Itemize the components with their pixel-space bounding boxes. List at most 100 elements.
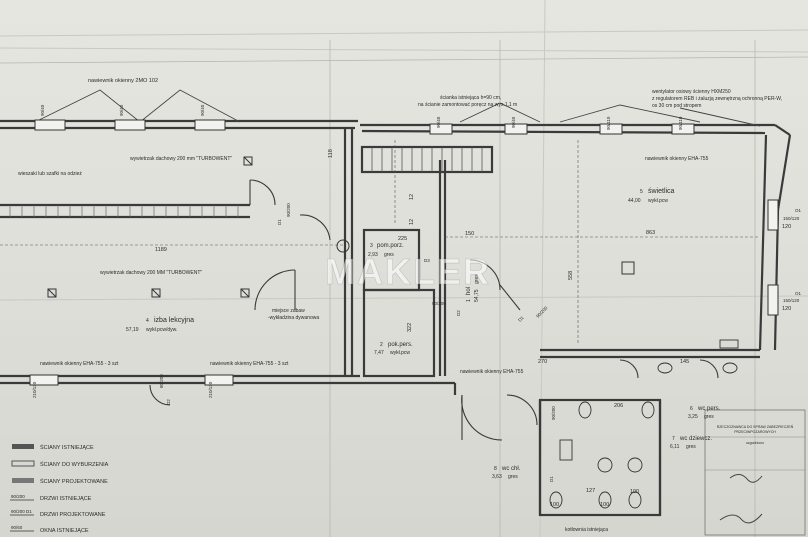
titleblock-line1: RZECZOZNAWCA DO SPRAW ZABEZPIECZEŃ bbox=[717, 425, 794, 429]
window-size: 150/120 bbox=[783, 216, 800, 221]
window-size: 90/40 bbox=[40, 104, 45, 116]
dimension: 322 bbox=[407, 323, 413, 332]
annotation-wall-mount: na ścianie zamontować poręcz na wys.1,1 … bbox=[418, 102, 517, 108]
legend-code: 90/200 bbox=[11, 494, 25, 499]
room-finish: gres bbox=[686, 444, 696, 450]
annotation-vent-eha-mid: nawiewnik okienny EHA-755 - 3 szt bbox=[210, 361, 289, 367]
room-3: 3 pom.porz. 2,93 gres bbox=[368, 243, 404, 258]
door-size: 90/200 bbox=[286, 203, 291, 217]
legend-label: ŚCIANY PROJEKTOWANE bbox=[40, 477, 108, 485]
room-finish: gres bbox=[508, 474, 518, 480]
room-area: 57,19 bbox=[126, 327, 139, 333]
annotation-play-2: -wykładzina dywanowa bbox=[268, 315, 319, 321]
room-area: 44,00 bbox=[628, 198, 641, 204]
window-tag: O1 bbox=[795, 291, 802, 296]
room-number: 1 bbox=[466, 299, 472, 302]
annotation-wall-height: ścianka istniejąca h=90 cm, bbox=[440, 95, 501, 101]
room-number: 8 bbox=[494, 466, 497, 472]
annotation-fan-1: wentylator osiowy ścienny HXM250 bbox=[652, 89, 731, 95]
hatched-area bbox=[9, 205, 239, 217]
dimension: 100 bbox=[550, 502, 559, 508]
stairs bbox=[371, 147, 483, 172]
room-name: izba lekcyjna bbox=[154, 317, 194, 324]
door-tag: D3 bbox=[424, 258, 430, 263]
door-tag: D1 bbox=[549, 476, 554, 482]
room-finish: gres bbox=[474, 274, 480, 284]
room-number: 4 bbox=[146, 318, 149, 324]
room-5: 5 świetlica 44,00 wykł.pcw bbox=[628, 188, 675, 204]
window-size: 90/40 bbox=[200, 104, 205, 116]
pipe bbox=[336, 239, 350, 253]
room-number: 3 bbox=[370, 243, 373, 249]
room-number: 5 bbox=[640, 189, 643, 195]
room-8: 8 wc chł. 3,63 gres bbox=[492, 466, 521, 480]
room-finish: wykł.pcw/dyw. bbox=[146, 327, 177, 333]
roof-vent-markers bbox=[47, 156, 253, 298]
room-number: 6 bbox=[690, 406, 693, 412]
room-2: 2 pok.pers. 7,47 wykł.pcw bbox=[374, 342, 413, 356]
window-tag: O1 bbox=[795, 208, 802, 213]
annotation-window-vent: nawiewnik okienny 2MO 102 bbox=[88, 78, 158, 84]
door-tag: D2 bbox=[456, 310, 461, 316]
vent-roof-lines bbox=[34, 89, 761, 127]
window-size: 90/40 bbox=[511, 116, 516, 128]
room-area: 54,75 bbox=[474, 289, 480, 302]
dimension: 100 bbox=[630, 489, 639, 495]
annotation-vent-eha-left: nawiewnik okienny EHA-755 - 3 szt bbox=[40, 361, 119, 367]
room-name: wc chł. bbox=[501, 466, 521, 472]
door-swings bbox=[149, 179, 719, 441]
door-size: 80/200 bbox=[159, 374, 164, 388]
legend: ŚCIANY ISTNIEJĄCE ŚCIANY DO WYBURZENIA Ś… bbox=[11, 443, 109, 534]
annotation-fan-3: os 30 cm pod stropem bbox=[652, 103, 701, 109]
titleblock-line2: PRZECIWPOŻAROWYCH bbox=[734, 429, 776, 434]
dimension: 127 bbox=[586, 488, 595, 494]
window-size: 90/40 bbox=[119, 104, 124, 116]
title-block: RZECZOZNAWCA DO SPRAW ZABEZPIECZEŃ PRZEC… bbox=[704, 409, 806, 536]
room-6: 6 wc pers. 3,25 gres bbox=[688, 406, 721, 420]
annotation-roof-vent-2: wywietrzak dachowy 200 MM "TURBOWENT" bbox=[100, 270, 202, 276]
room-area: 7,47 bbox=[374, 350, 384, 356]
room-area: 3,25 bbox=[688, 414, 698, 420]
walls bbox=[0, 119, 792, 517]
annotation-boiler-room: kotłownia istniejąca bbox=[565, 527, 608, 533]
door-size: 90/200 bbox=[432, 301, 446, 306]
window-size: 210/130 bbox=[208, 381, 213, 398]
sanitary-fixtures bbox=[549, 339, 739, 509]
annotation-roof-vent-1: wywietrzak dachowy 200 mm "TURBOWENT" bbox=[130, 156, 232, 162]
dimension: 225 bbox=[398, 236, 407, 242]
dimension: 12 bbox=[409, 194, 415, 200]
legend-label: OKNA ISTNIEJĄCE bbox=[40, 528, 89, 534]
dimension: 145 bbox=[680, 359, 689, 365]
windows bbox=[29, 119, 779, 386]
room-name: pok.pers. bbox=[388, 342, 413, 348]
dimension-lines bbox=[0, 140, 760, 345]
dimension: 863 bbox=[646, 230, 655, 236]
legend-label: DRZWI PROJEKTOWANE bbox=[40, 512, 106, 518]
window-size: 210/130 bbox=[32, 381, 37, 398]
room-number: 7 bbox=[672, 436, 675, 442]
titleblock-line3: uzgodniono bbox=[746, 441, 764, 445]
dimension: 1189 bbox=[155, 247, 167, 253]
dimension: 118 bbox=[328, 149, 334, 158]
room-name: świetlica bbox=[648, 188, 675, 195]
dimension-labels: 1189 863 558 150 225 118 12 12 322 270 1… bbox=[155, 149, 791, 508]
room-name: pom.porz. bbox=[377, 243, 404, 249]
door-tag: D1 bbox=[277, 219, 282, 225]
room-finish: wykł.pcw bbox=[390, 350, 410, 356]
annotation-cabinets: wieszaki lub szafki na odzież bbox=[18, 171, 82, 177]
room-4: 4 izba lekcyjna 57,19 wykł.pcw/dyw. bbox=[126, 317, 194, 333]
dimension: 120 bbox=[782, 224, 791, 230]
room-area: 6,11 bbox=[670, 444, 680, 450]
dimension: 12 bbox=[409, 219, 415, 225]
door-tag: D2 bbox=[166, 399, 171, 405]
door-tag: D1 bbox=[517, 315, 525, 323]
window-size: 90/110 bbox=[678, 116, 683, 130]
legend-code: 90/60 bbox=[11, 525, 23, 530]
room-name: hol bbox=[466, 287, 472, 295]
dimension: 206 bbox=[614, 403, 623, 409]
annotation-play-1: miejsce zabaw bbox=[272, 308, 305, 314]
dimension: 120 bbox=[782, 306, 791, 312]
